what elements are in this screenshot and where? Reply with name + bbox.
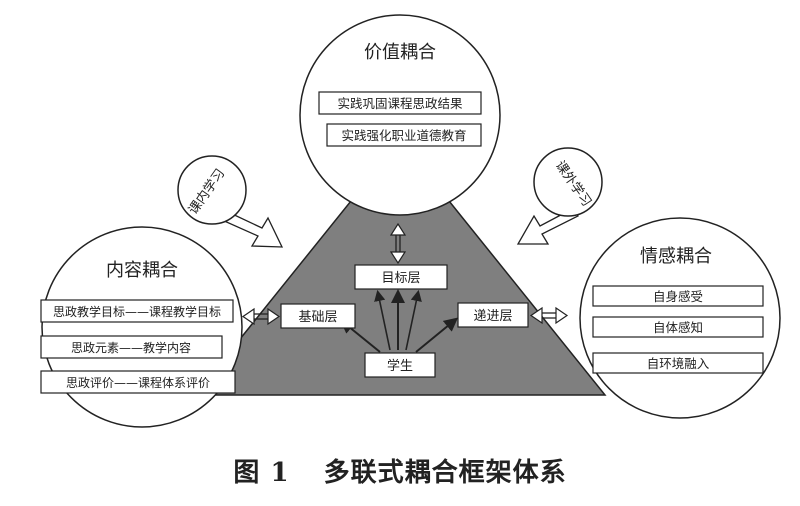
base-layer-label: 基础层: [298, 310, 337, 325]
emotion-item-2: 自体感知: [653, 320, 703, 335]
student-to-target-arrow-right: [405, 289, 422, 351]
advance-layer-box: [457, 302, 529, 328]
emotion-item-2-box: [592, 316, 764, 338]
out-class-circle: [533, 147, 603, 217]
content-coupling-circle: [41, 226, 243, 428]
student-label: 学生: [387, 358, 413, 374]
student-box: [364, 352, 436, 378]
content-item-1-box: [40, 299, 234, 323]
in-class-circle: [177, 155, 247, 225]
base-to-content-connector: [241, 307, 281, 326]
value-item-1-box: [318, 91, 482, 115]
content-coupling-title: 内容耦合: [106, 260, 178, 281]
content-item-3: 思政评价——课程体系评价: [66, 375, 210, 390]
student-to-target-arrow-left: [374, 289, 391, 351]
value-coupling-title: 价值耦合: [364, 42, 436, 63]
advance-layer-label: 递进层: [473, 309, 512, 324]
content-item-3-box: [40, 370, 236, 394]
value-item-2-box: [326, 123, 482, 147]
base-layer-box: [280, 303, 356, 329]
emotion-item-3-box: [592, 352, 764, 374]
advance-to-emotion-connector: [529, 306, 569, 325]
target-layer-box: [354, 264, 448, 290]
figure-number: 图 1: [233, 458, 290, 488]
value-item-2: 实践强化职业道德教育: [341, 128, 466, 143]
target-layer-label: 目标层: [381, 271, 420, 286]
right-block-arrow: [516, 207, 579, 245]
content-item-1: 思政教学目标——课程教学目标: [53, 304, 221, 319]
student-to-advance-arrow: [415, 317, 459, 353]
emotion-item-1: 自身感受: [653, 289, 703, 304]
figure-title: 多联式耦合框架体系: [323, 458, 567, 488]
value-item-1: 实践巩固课程思政结果: [337, 96, 463, 111]
content-item-2: 思政元素——教学内容: [71, 340, 191, 355]
value-coupling-circle: [299, 14, 501, 216]
target-to-value-connector: [389, 222, 407, 265]
emotion-item-3: 自环境融入: [647, 356, 710, 371]
framework-diagram: 课内学习 课外学习 价值耦合 实践巩固课程思政结果 实践强化职业道德教育 内容耦…: [40, 14, 781, 428]
content-item-2-box: [40, 335, 223, 359]
left-block-arrow: [220, 211, 284, 248]
emotion-coupling-title: 情感耦合: [640, 246, 712, 267]
figure-caption: 图 1 多联式耦合框架体系: [0, 452, 800, 489]
emotion-item-1-box: [592, 285, 764, 307]
